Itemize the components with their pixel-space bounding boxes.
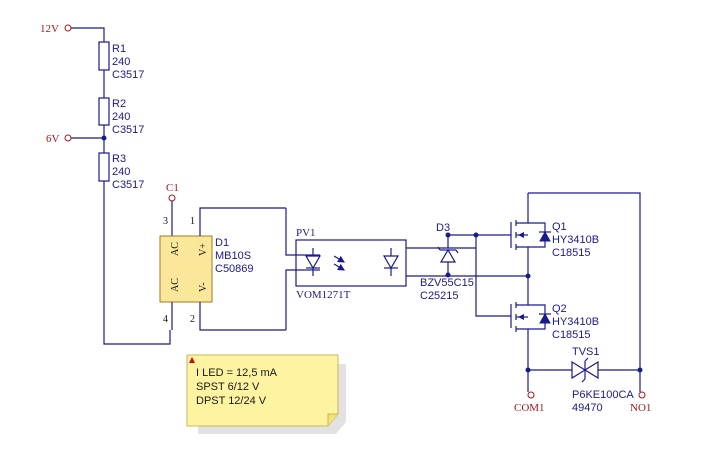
net-label-no1: NO1 — [630, 402, 651, 414]
net-port-com1[interactable]: COM1 — [514, 391, 545, 414]
d1-label-vplus: V+ — [198, 243, 209, 256]
net-port-12v[interactable]: 12V — [40, 23, 72, 35]
mosfet-q1[interactable]: Q1 HY3410B C18515 — [510, 193, 599, 276]
tvs-diode-tvs1[interactable]: TVS1 P6KE100CA 49470 — [528, 346, 640, 414]
wire-12v — [71, 27, 105, 42]
q2-value: HY3410B — [552, 316, 599, 328]
q1-value: HY3410B — [552, 234, 599, 246]
net-port-no1[interactable]: NO1 — [630, 391, 651, 414]
note-line-1: I LED = 12,5 mA — [196, 367, 278, 379]
zener-diode-d3[interactable]: D3 BZV55C15 C25215 — [420, 222, 474, 302]
d1-label-ac1: AC — [170, 242, 181, 256]
d1-label-ac2: AC — [170, 278, 181, 292]
note-box[interactable]: I LED = 12,5 mA SPST 6/12 V DPST 12/24 V — [186, 354, 346, 434]
q2-ref: Q2 — [552, 303, 567, 315]
q1-ref: Q1 — [552, 221, 567, 233]
r2-value: 240 — [112, 111, 130, 123]
net-label-12v: 12V — [40, 23, 59, 35]
r2-ref: R2 — [112, 98, 126, 110]
resistor-r2[interactable]: R2 240 C3517 — [98, 97, 144, 136]
tvs1-ref: TVS1 — [572, 346, 600, 358]
d3-part: C25215 — [420, 290, 459, 302]
optocoupler-pv1[interactable]: PV1 VOM1271T — [295, 227, 407, 301]
d1-value: MB10S — [215, 250, 251, 262]
r3-value: 240 — [112, 166, 130, 178]
resistor-r3[interactable]: R3 240 C3517 — [98, 152, 144, 191]
net-label-6v: 6V — [46, 133, 60, 145]
r2-part: C3517 — [112, 124, 144, 136]
d1-pin-4: 4 — [163, 314, 168, 325]
net-label-com1: COM1 — [514, 402, 545, 414]
q1-part: C18515 — [552, 247, 591, 259]
r1-part: C3517 — [112, 69, 144, 81]
wire-r3-d1 — [103, 181, 171, 345]
d1-pin-3: 3 — [163, 216, 168, 227]
net-port-6v[interactable]: 6V — [46, 133, 72, 145]
resistor-r1[interactable]: R1 240 C3517 — [98, 41, 144, 81]
wire-d1-pv1-b — [285, 269, 304, 330]
wire-gate-q2 — [475, 235, 511, 317]
d1-ref: D1 — [215, 237, 229, 249]
wire-drain-rail — [528, 192, 641, 370]
d3-value: BZV55C15 — [420, 277, 474, 289]
d1-part: C50869 — [215, 263, 254, 275]
d1-pin-2: 2 — [190, 314, 195, 325]
q2-part: C18515 — [552, 329, 591, 341]
r1-ref: R1 — [112, 43, 126, 55]
r3-ref: R3 — [112, 153, 126, 165]
junction-dot — [101, 135, 107, 141]
net-port-c1[interactable]: C1 — [166, 182, 179, 202]
tvs1-part: 49470 — [572, 402, 603, 414]
pv1-value: VOM1271T — [296, 289, 351, 301]
r3-part: C3517 — [112, 179, 144, 191]
note-line-2: SPST 6/12 V — [196, 381, 260, 393]
note-line-3: DPST 12/24 V — [196, 395, 267, 407]
mosfet-q2[interactable]: Q2 HY3410B C18515 — [510, 276, 599, 370]
d3-ref: D3 — [436, 222, 450, 234]
bridge-rectifier-d1[interactable]: 3 4 1 2 AC AC V+ V- D1 MB10S C50869 — [159, 207, 286, 331]
wire-d1-pv1-a — [285, 208, 304, 256]
tvs1-value: P6KE100CA — [572, 389, 634, 401]
net-label-c1: C1 — [166, 182, 179, 194]
note-marker-icon — [189, 357, 195, 363]
d1-pin-1: 1 — [190, 216, 195, 227]
r1-value: 240 — [112, 56, 130, 68]
d1-label-vminus: V- — [198, 282, 209, 292]
pv1-ref: PV1 — [296, 227, 316, 239]
